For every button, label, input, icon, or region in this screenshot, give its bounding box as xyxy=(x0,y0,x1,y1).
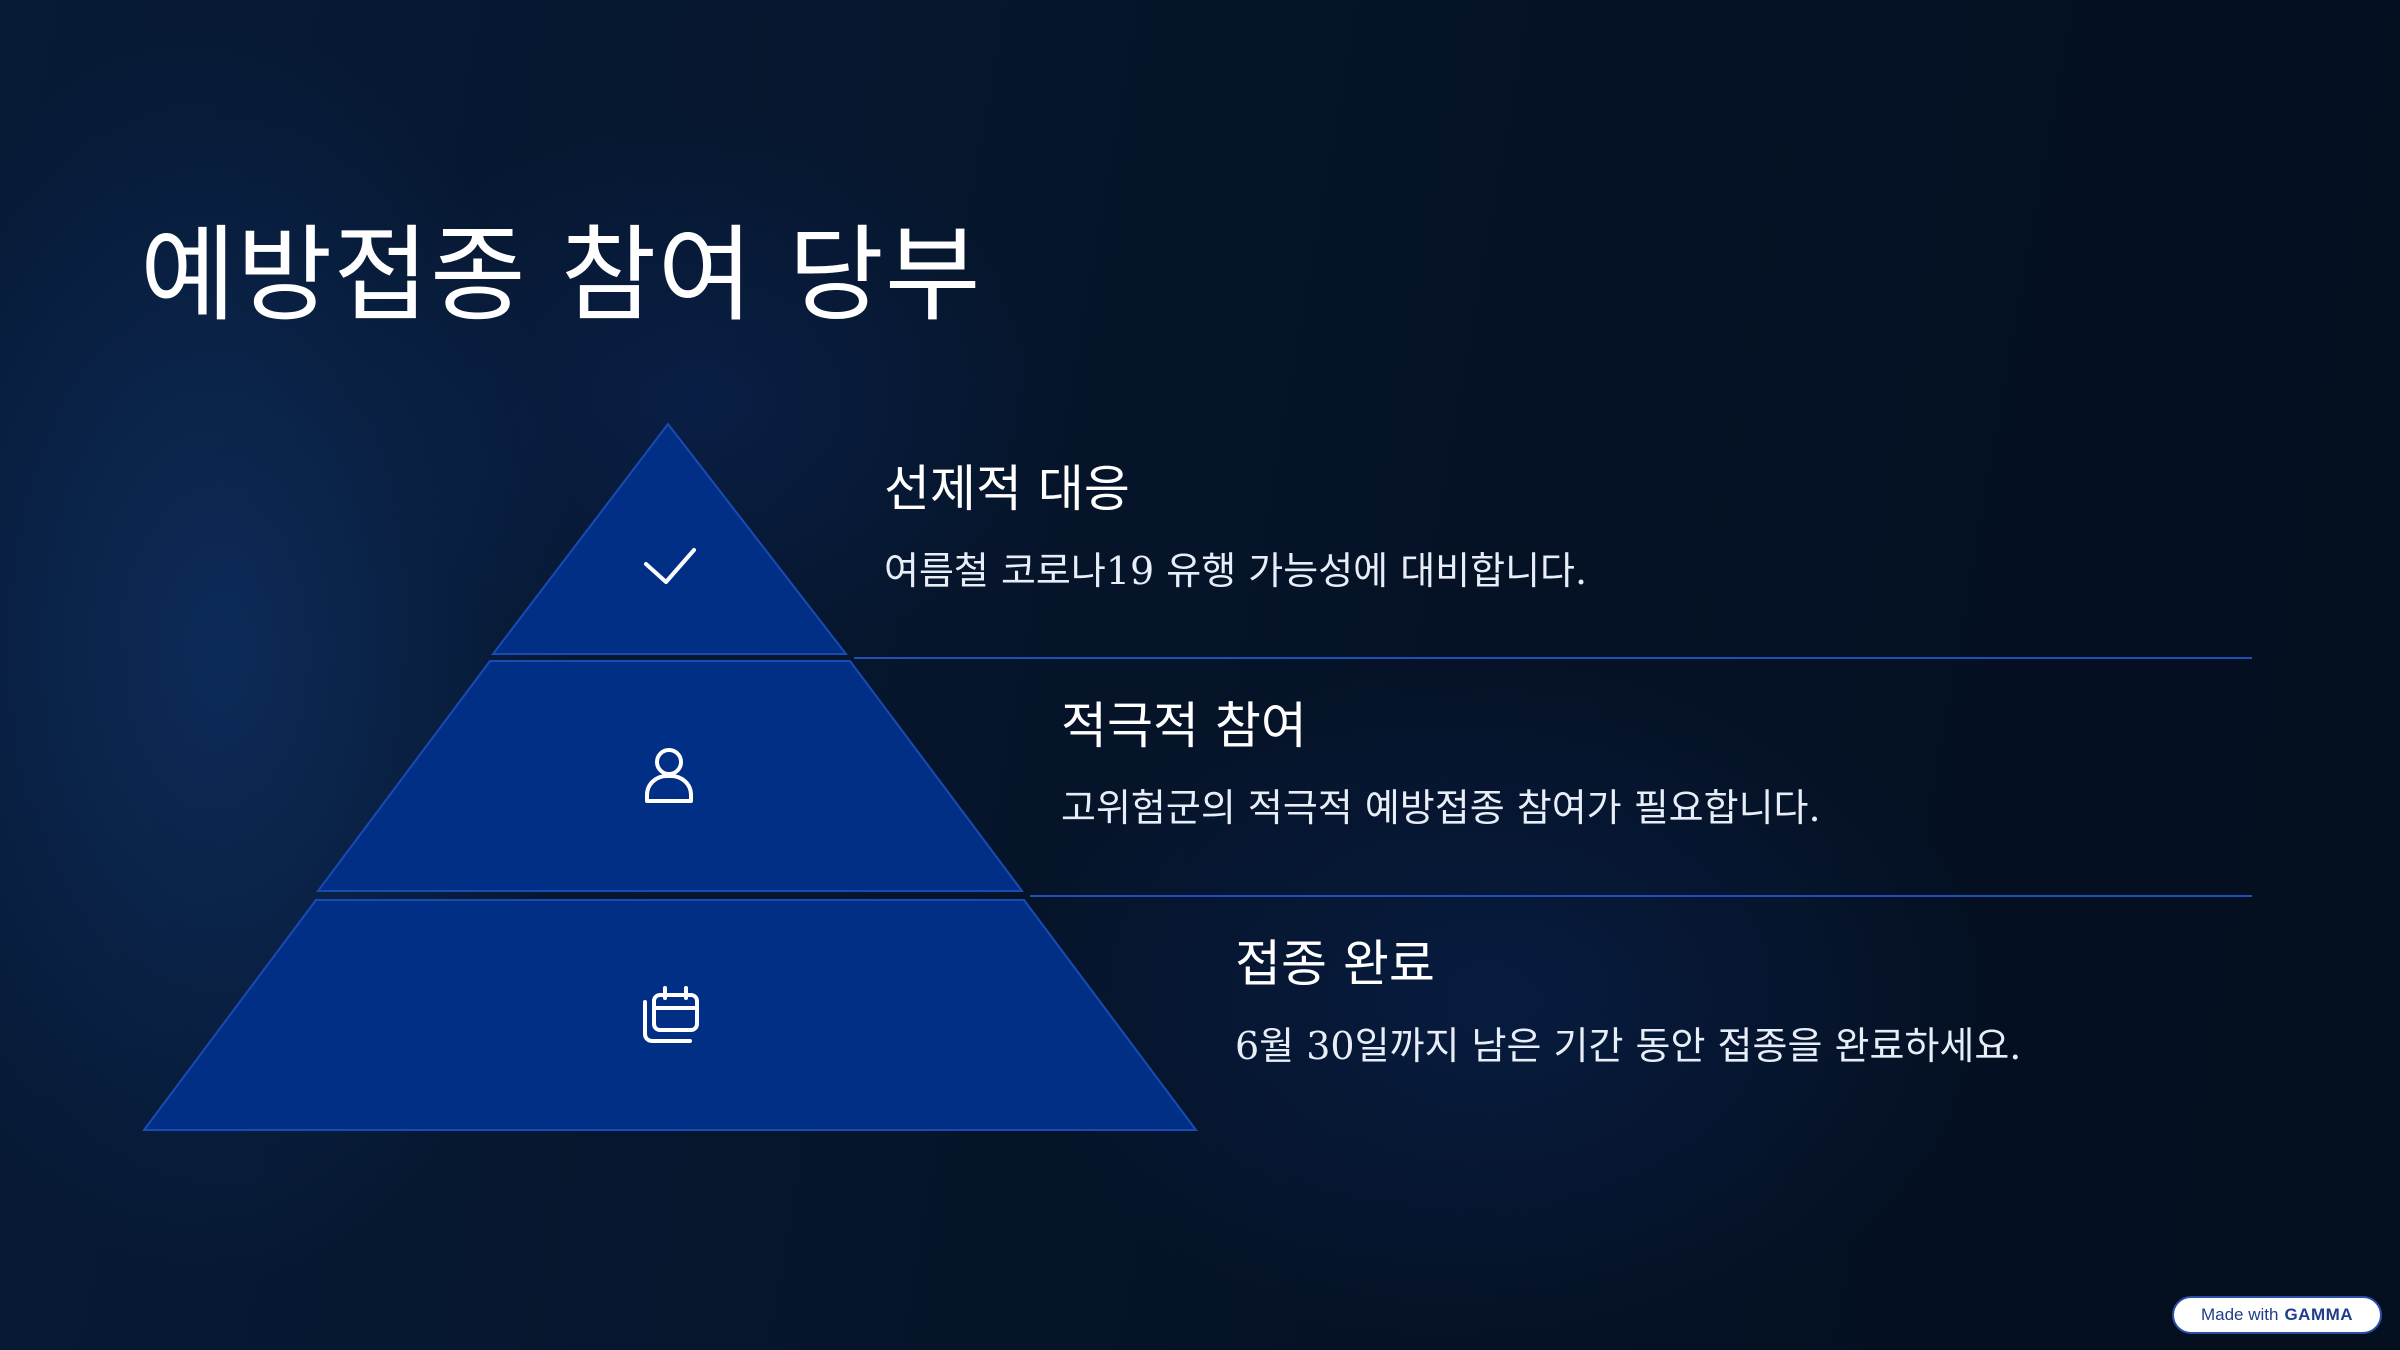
tier-2-text: 적극적 참여 고위험군의 적극적 예방접종 참여가 필요합니다. xyxy=(1061,696,1821,832)
tier-3-description: 6월 30일까지 남은 기간 동안 접종을 완료하세요. xyxy=(1235,1024,2022,1068)
calendar-icon xyxy=(643,986,699,1043)
pyramid-tier-bottom xyxy=(142,899,1198,1131)
pyramid-tier-top xyxy=(490,422,849,655)
tier-3-heading: 접종 완료 xyxy=(1235,935,1435,993)
gamma-logo: GAMMA xyxy=(2284,1305,2354,1324)
tier-1-text: 선제적 대응 여름철 코로나19 유행 가능성에 대비합니다. xyxy=(884,459,1587,595)
tier-1-heading: 선제적 대응 xyxy=(884,460,1130,518)
slide-title: 예방접종 참여 당부 xyxy=(140,214,982,336)
tier-3-text: 접종 완료 6월 30일까지 남은 기간 동안 접종을 완료하세요. xyxy=(1235,934,2021,1070)
tier-1-description: 여름철 코로나19 유행 가능성에 대비합니다. xyxy=(884,549,1588,593)
user-icon xyxy=(645,748,693,803)
check-icon xyxy=(644,548,696,584)
tier-2-heading: 적극적 참여 xyxy=(1061,697,1307,755)
made-with-gamma-badge[interactable]: Made with GAMMA xyxy=(2172,1296,2382,1334)
badge-prefix: Made with xyxy=(2200,1305,2279,1324)
tier-2-description: 고위험군의 적극적 예방접종 참여가 필요합니다. xyxy=(1061,786,1821,830)
